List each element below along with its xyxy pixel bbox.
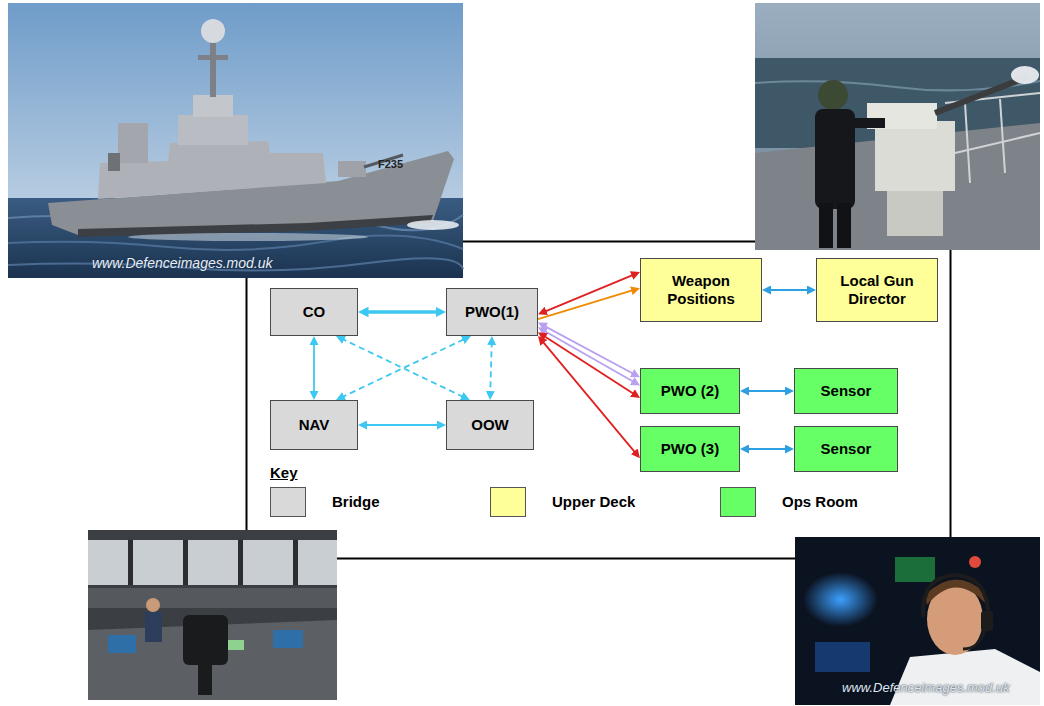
pennant-number: F235 xyxy=(378,158,403,170)
connector-arrow xyxy=(745,390,788,392)
upper-deck-box: Local Gun Director xyxy=(816,258,938,322)
connector-arrow xyxy=(745,448,788,450)
connector-arrow xyxy=(538,290,635,320)
node-text: PWO (2) xyxy=(661,382,719,400)
connector-arrow xyxy=(543,325,635,375)
gunner-photo xyxy=(755,3,1040,250)
connector-arrow xyxy=(364,310,439,314)
ops-room-photo xyxy=(795,537,1040,705)
node-text: NAV xyxy=(299,416,330,434)
bridge-role-box: PWO(1) xyxy=(446,288,538,336)
legend-swatch xyxy=(720,487,756,517)
ops-room-box: PWO (2) xyxy=(640,368,740,414)
connector-arrow xyxy=(543,330,636,383)
node-text: Sensor xyxy=(821,382,872,400)
node-text: Local Gun Director xyxy=(823,272,931,308)
ops-room-box: Sensor xyxy=(794,368,898,414)
connector-arrow xyxy=(543,335,636,395)
connector-arrow xyxy=(490,341,492,394)
upper-deck-box: Weapon Positions xyxy=(640,258,762,322)
ops-room-box: PWO (3) xyxy=(640,426,740,472)
connector-arrow xyxy=(341,338,466,397)
node-text: OOW xyxy=(471,416,509,434)
frame xyxy=(247,242,951,559)
watermark: www.Defenceimages.mod.uk xyxy=(842,680,1010,695)
bridge-photo xyxy=(88,530,337,700)
ship-photo xyxy=(8,3,463,278)
legend-swatch xyxy=(270,487,306,517)
connector-arrow xyxy=(363,424,440,426)
key-heading: Key xyxy=(270,464,298,481)
bridge-role-box: NAV xyxy=(270,400,358,450)
bridge-role-box: CO xyxy=(270,288,358,336)
connector-arrow xyxy=(542,340,637,454)
legend-text: Ops Room xyxy=(782,493,858,510)
connector-arrow xyxy=(767,289,810,291)
node-text: CO xyxy=(303,303,326,321)
connector-arrow xyxy=(313,341,315,394)
legend-text: Bridge xyxy=(332,493,380,510)
legend-swatch xyxy=(490,487,526,517)
legend-text: Upper Deck xyxy=(552,493,635,510)
node-text: PWO (3) xyxy=(661,440,719,458)
node-text: PWO(1) xyxy=(465,303,519,321)
node-text: Weapon Positions xyxy=(647,272,755,308)
node-text: Sensor xyxy=(821,440,872,458)
bridge-role-box: OOW xyxy=(446,400,534,450)
watermark: www.Defenceimages.mod.uk xyxy=(92,255,273,271)
ops-room-box: Sensor xyxy=(794,426,898,472)
